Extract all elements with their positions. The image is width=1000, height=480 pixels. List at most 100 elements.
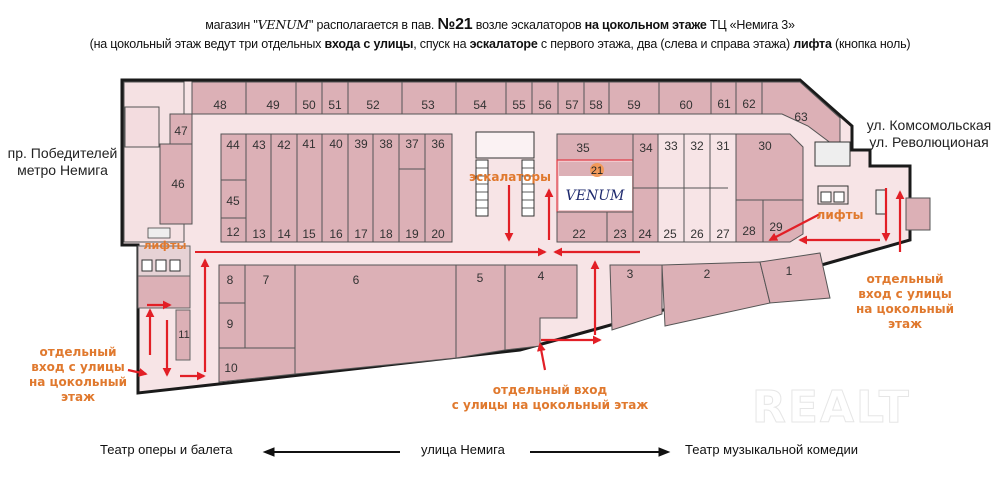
svg-text:44: 44 (226, 138, 240, 152)
svg-text:5: 5 (477, 271, 484, 285)
route-arrows (127, 185, 905, 381)
svg-text:18: 18 (379, 227, 393, 241)
header-bold-text: входа с улицы (324, 37, 414, 51)
right-entrance-label: отдельный вход с улицы на цокольный этаж (845, 272, 965, 332)
svg-text:19: 19 (405, 227, 419, 241)
svg-text:42: 42 (277, 138, 291, 152)
svg-text:60: 60 (679, 98, 693, 112)
svg-text:35: 35 (576, 141, 590, 155)
header-bold-text: лифта (793, 37, 832, 51)
svg-text:4: 4 (538, 269, 545, 283)
svg-text:40: 40 (329, 137, 343, 151)
svg-text:12: 12 (226, 225, 240, 239)
header-text: " располагается в пав. (309, 18, 438, 32)
svg-text:47: 47 (174, 124, 188, 138)
svg-text:32: 32 (690, 139, 704, 153)
svg-text:39: 39 (354, 137, 368, 151)
left-lifts-label: лифты (143, 239, 187, 252)
svg-text:6: 6 (353, 273, 360, 287)
svg-text:46: 46 (171, 177, 185, 191)
stairs-icon (147, 227, 171, 239)
footer-left-landmark: Театр оперы и балета (100, 442, 233, 457)
header-text: возле эскалаторов (472, 18, 585, 32)
left-service-area: 47 46 11 (123, 81, 193, 361)
pavilion-21-number: 21 (591, 165, 603, 177)
svg-text:54: 54 (473, 98, 487, 112)
metro-name: метро Немига (17, 162, 108, 178)
header-text: (кнопка ноль) (831, 37, 911, 51)
label-line: этаж (60, 390, 96, 404)
footer-street-name: улица Немига (421, 442, 505, 457)
svg-text:25: 25 (663, 227, 677, 241)
label-line: вход с улицы (858, 287, 952, 301)
label-line: этаж (887, 317, 923, 331)
svg-text:53: 53 (421, 98, 435, 112)
svg-text:57: 57 (565, 98, 579, 112)
label-line: отдельный (866, 272, 944, 286)
svg-text:15: 15 (302, 227, 316, 241)
left-entrance-label: отдельный вход с улицы на цокольный этаж (18, 345, 138, 405)
svg-text:52: 52 (366, 98, 380, 112)
brand-name: VENUM (257, 17, 310, 32)
svg-text:58: 58 (589, 98, 603, 112)
svg-text:34: 34 (639, 141, 653, 155)
svg-text:27: 27 (716, 227, 730, 241)
svg-text:59: 59 (627, 98, 641, 112)
svg-text:36: 36 (431, 137, 445, 151)
svg-text:7: 7 (263, 273, 270, 287)
label-line: вход с улицы (31, 360, 125, 374)
svg-text:62: 62 (742, 97, 756, 111)
left-block-shops: 44 45 12 43 13 42 14 41 15 40 16 39 17 38 18 3… (220, 133, 453, 243)
realt-watermark: REALT (752, 382, 911, 434)
pavilion-11 (175, 309, 191, 361)
svg-text:11: 11 (178, 329, 189, 341)
venum-logo: VENUM (566, 188, 625, 204)
label-line: отдельный вход (492, 383, 608, 397)
svg-text:2: 2 (704, 267, 711, 281)
svg-text:33: 33 (664, 139, 678, 153)
street-name: пр. Победителей (7, 145, 118, 161)
label-line: на цокольный (28, 375, 128, 389)
svg-text:56: 56 (538, 98, 552, 112)
svg-text:20: 20 (431, 227, 445, 241)
street-name: ул. Комсомольская (866, 117, 992, 133)
svg-text:48: 48 (213, 98, 227, 112)
header-bold-text: на цокольном этаже (584, 18, 707, 32)
right-street-label: ул. Комсомольская ул. Революционая (858, 117, 1000, 151)
svg-text:26: 26 (690, 227, 704, 241)
street-name: ул. Революционая (869, 134, 989, 150)
svg-text:45: 45 (226, 194, 240, 208)
svg-text:61: 61 (717, 97, 731, 111)
bottom-entrance-label: отдельный вход с улицы на цокольный этаж (440, 383, 660, 413)
svg-text:13: 13 (252, 227, 266, 241)
svg-text:43: 43 (252, 138, 266, 152)
svg-text:14: 14 (277, 227, 291, 241)
header-text: ТЦ «Немига 3» (706, 18, 795, 32)
left-street-label: пр. Победителей метро Немига (0, 145, 125, 179)
header-text: с первого этажа, два (слева и справа эта… (537, 37, 794, 51)
header-line-2: (на цокольный этаж ведут три отдельных в… (0, 37, 1000, 51)
svg-text:49: 49 (266, 98, 280, 112)
label-line: отдельный (39, 345, 117, 359)
svg-text:41: 41 (302, 137, 316, 151)
svg-text:63: 63 (794, 110, 808, 124)
svg-text:10: 10 (224, 361, 238, 375)
svg-text:17: 17 (354, 227, 368, 241)
svg-text:3: 3 (627, 267, 634, 281)
svg-text:51: 51 (328, 98, 342, 112)
escalators (475, 131, 535, 217)
svg-text:30: 30 (758, 139, 772, 153)
header-text: (на цокольный этаж ведут три отдельных (89, 37, 325, 51)
svg-text:55: 55 (512, 98, 526, 112)
label-line: с улицы на цокольный этаж (451, 398, 649, 412)
svg-text:38: 38 (379, 137, 393, 151)
svg-text:9: 9 (227, 317, 234, 331)
svg-text:31: 31 (716, 139, 730, 153)
header-bold-text: эскалаторе (469, 37, 538, 51)
pavilion-number: №21 (437, 16, 473, 33)
pavilion-46 (159, 143, 193, 225)
header-text: магазин " (205, 18, 258, 32)
header-line-1: магазин "VENUM" располагается в пав. №21… (0, 16, 1000, 34)
svg-text:16: 16 (329, 227, 343, 241)
